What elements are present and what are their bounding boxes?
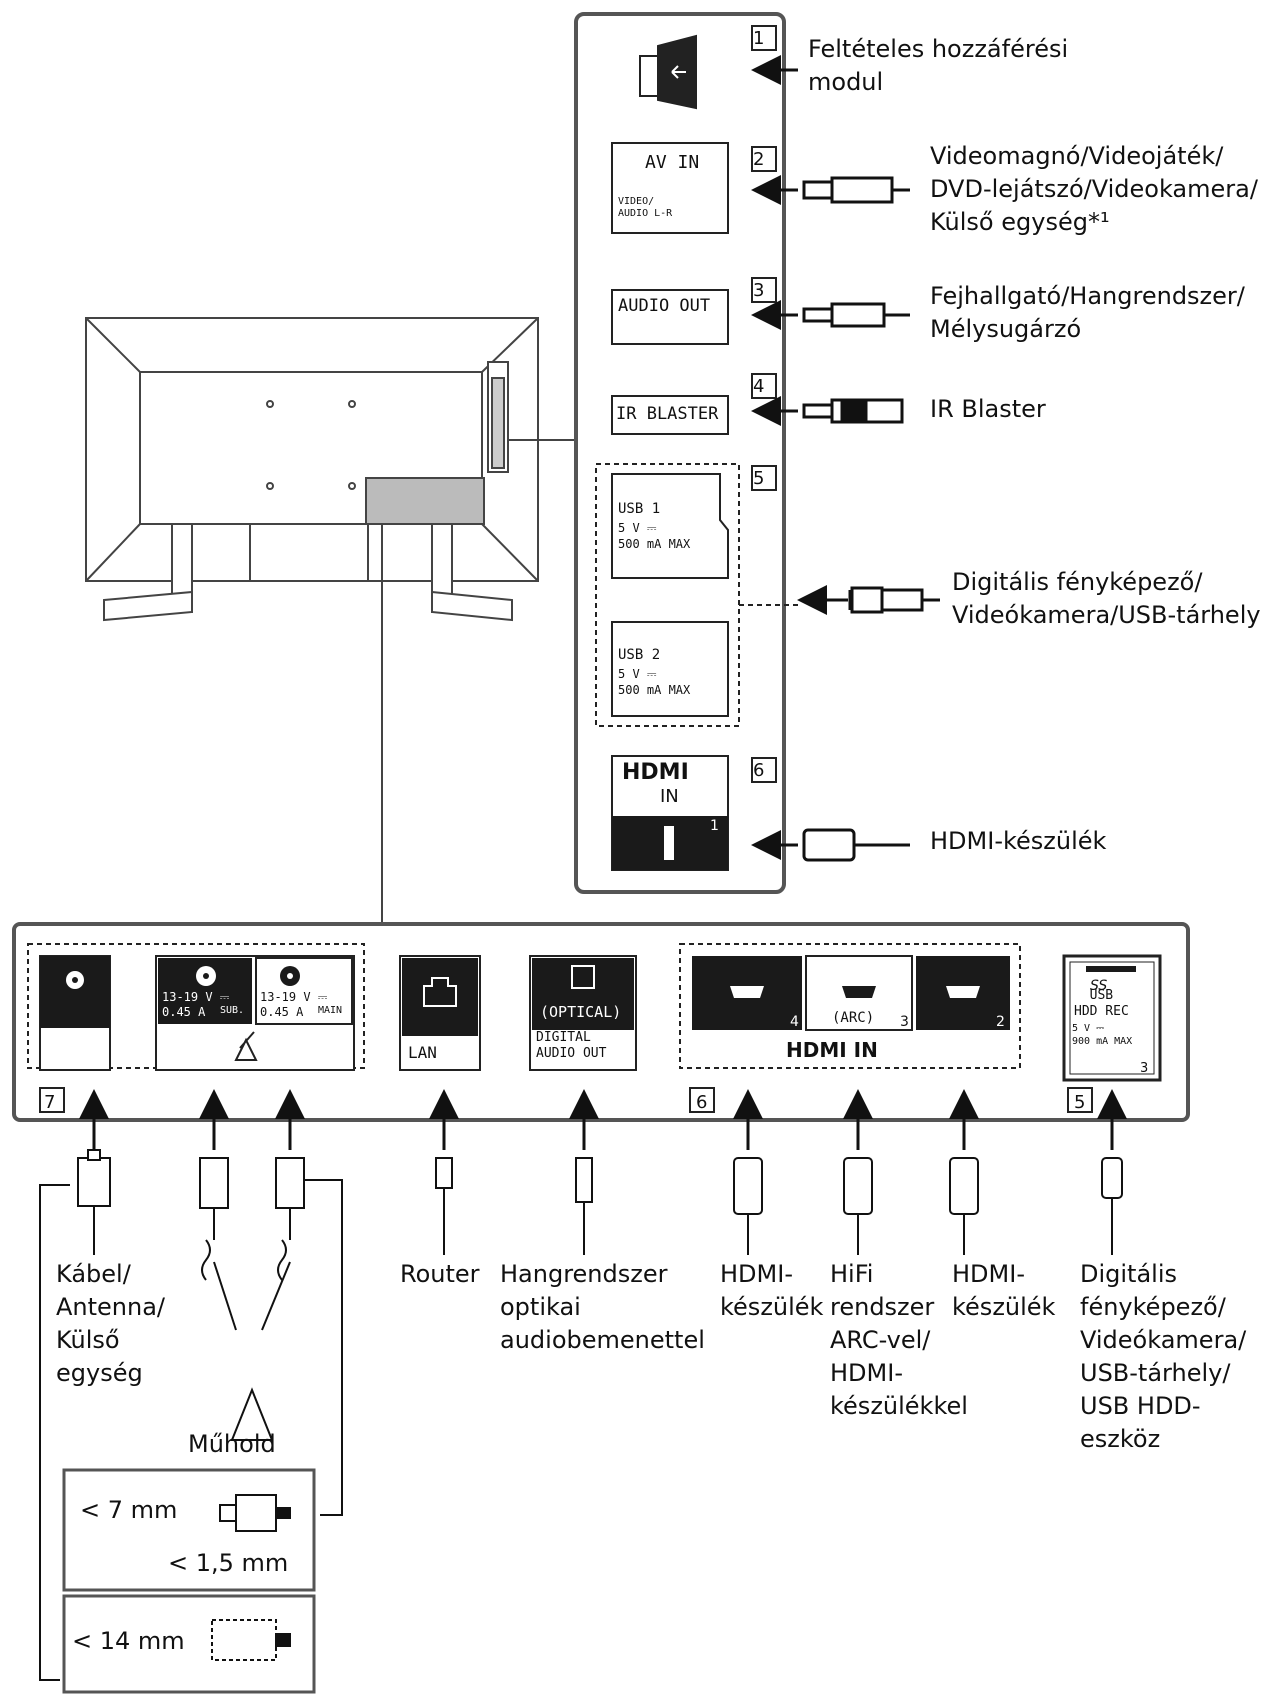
optical-label: (OPTICAL) [540, 1003, 622, 1021]
label-antenna: Kábel/ Antenna/ Külső egység [56, 1260, 166, 1387]
av-in-label: AV IN [645, 152, 700, 173]
num-2: 2 [753, 149, 765, 170]
num-7: 7 [44, 1092, 56, 1113]
hdmi2-index: 2 [996, 1014, 1005, 1030]
label-hdmi-side: HDMI-készülék [930, 827, 1107, 855]
ir-blaster-label: IR BLASTER [616, 404, 719, 424]
antenna-group [27, 943, 365, 1069]
usb-hdd-pwr: 5 V ⎓ 900 mA MAX [1072, 1023, 1133, 1047]
lan-label: LAN [408, 1043, 437, 1062]
av-in-port [611, 142, 729, 234]
usb1-label: USB 1 [618, 501, 661, 517]
num-5: 5 [753, 468, 765, 489]
side-cables [751, 55, 940, 862]
side-panel [574, 12, 800, 894]
cam-slot-icon [639, 34, 697, 110]
label-cam: Feltételes hozzáférési modul [808, 35, 1069, 96]
usb2-label: USB 2 [618, 647, 661, 663]
num-6-bottom: 6 [696, 1092, 708, 1113]
num-6: 6 [753, 760, 765, 781]
label-usb-hdd: Digitális fényképező/ Videókamera/ USB-t… [1080, 1260, 1247, 1453]
hdmi-group [679, 943, 1021, 1069]
bottom-cables [39, 1149, 1123, 1681]
label-ir-blaster: IR Blaster [930, 395, 1046, 423]
num-5-bottom: 5 [1074, 1092, 1086, 1113]
audio-out-port [611, 289, 729, 345]
usb-ss-logo: SS [1090, 978, 1108, 994]
tv-back-illustration [85, 317, 576, 924]
sat-sub-spec: 13-19 V ⎓ 0.45 A [162, 990, 230, 1019]
hdmi-side-label: HDMI [622, 760, 689, 785]
hdmi4-index: 4 [790, 1014, 799, 1030]
bottom-panel [12, 922, 1190, 1122]
label-router: Router [400, 1260, 480, 1288]
sat-main-tag: MAIN [318, 1005, 343, 1016]
ir-blaster-port [611, 395, 729, 435]
hdmi-side-index: 1 [710, 818, 719, 834]
label-hdmi-arc: HiFi rendszer ARC-vel/ HDMI- készülékkel [830, 1260, 968, 1420]
dim-14mm: < 14 mm [72, 1627, 185, 1655]
hdmi3-index: 3 [900, 1014, 909, 1030]
num-1: 1 [753, 28, 765, 49]
usb1-port [611, 473, 729, 579]
num-3: 3 [753, 280, 765, 301]
arc-label: (ARC) [832, 1010, 875, 1026]
label-av-in: Videomagnó/Videojáték/ DVD-lejátszó/Vide… [930, 142, 1258, 236]
label-hdmi2: HDMI- készülék [952, 1260, 1056, 1321]
usb-hdd-port [1062, 954, 1162, 1082]
label-usb: Digitális fényképező/ Videókamera/USB-tá… [952, 568, 1261, 629]
label-satellite: Műhold [188, 1430, 276, 1458]
audio-out-label: AUDIO OUT [618, 296, 711, 316]
usb2-power: 5 V ⎓ [618, 667, 657, 681]
sat-main-spec: 13-19 V ⎓ 0.45 A [260, 990, 328, 1019]
bottom-arrows [79, 1089, 1127, 1150]
usb2-port [611, 621, 729, 717]
usb1-power: 5 V ⎓ [618, 521, 657, 535]
av-in-sub: VIDEO/ AUDIO L-R [618, 196, 673, 219]
bottom-number-boxes [39, 1087, 1093, 1113]
optical-sub: DIGITAL AUDIO OUT [536, 1030, 607, 1061]
usb1-current: 500 mA MAX [618, 537, 691, 551]
hdmi-side-sub: IN [660, 786, 679, 807]
usb2-current: 500 mA MAX [618, 683, 691, 697]
label-audio-out: Fejhallgató/Hangrendszer/ Mélysugárzó [930, 282, 1245, 343]
hdmi-in-label: HDMI IN [786, 1038, 878, 1062]
dim-7mm: < 7 mm [80, 1496, 178, 1524]
usb-group [595, 463, 740, 727]
usb-hdd-idx: 3 [1140, 1061, 1149, 1076]
dim-1-5mm: < 1,5 mm [168, 1549, 289, 1577]
usb-hdd-txt: USB HDD REC [1074, 988, 1129, 1019]
label-optical: Hangrendszer optikai audiobemenettel [500, 1260, 705, 1354]
num-4: 4 [753, 376, 765, 397]
label-hdmi4: HDMI- készülék [720, 1260, 824, 1321]
sat-sub-tag: SUB. [220, 1005, 245, 1016]
